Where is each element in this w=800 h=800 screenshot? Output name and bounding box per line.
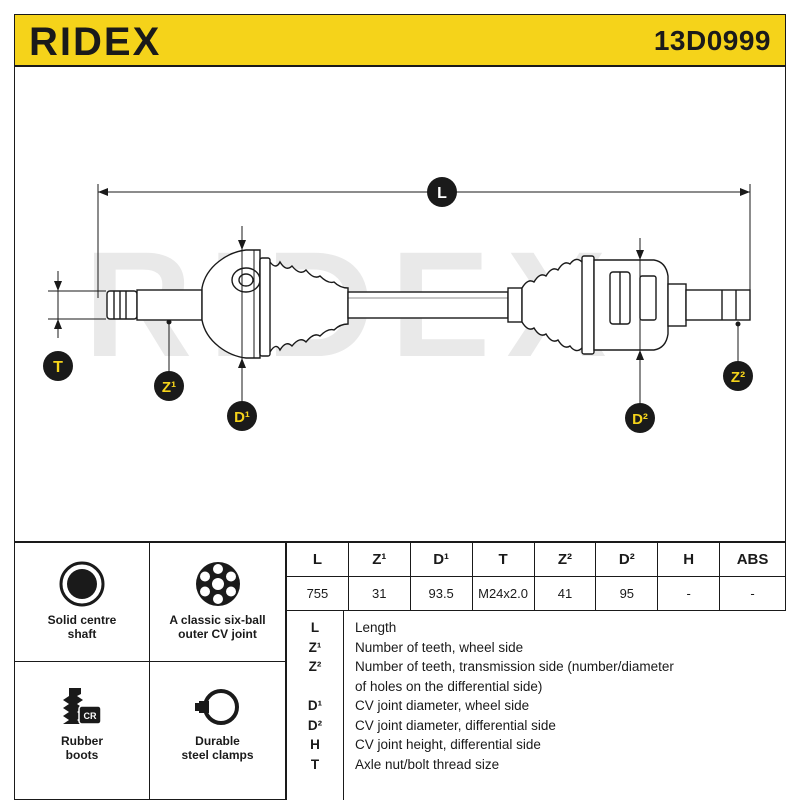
feature-solid-shaft: Solid centre shaft [14,542,150,662]
legend-desc: CV joint height, differential side [355,737,541,752]
rubber-boot-icon: CR [63,688,102,725]
legend-desc: CV joint diameter, wheel side [355,698,530,713]
spec-value-L: 755 [286,576,349,611]
legend-desc: Length [355,620,397,635]
spec-table-value-row: 755 31 93.5 M24x2.0 41 95 - - [286,576,786,611]
spec-value-Z1: 31 [347,576,411,611]
spec-header-Z2: Z² [533,542,597,577]
legend-desc: Number of teeth, wheel side [355,639,524,655]
feature-rubber-boots: CR Rubber boots [14,662,150,800]
spec-header-D2: D² [595,542,659,577]
feature-label-line2: outer CV joint [178,627,257,641]
feature-label-line1: Rubber [61,734,103,748]
d1-badge-label: D¹ [234,409,250,426]
length-dimension: L [97,177,751,298]
spec-value-Z2: 41 [533,576,597,611]
steel-clamp-icon [194,689,239,725]
spec-header-ABS: ABS [719,542,786,577]
spec-value-T: M24x2.0 [471,576,535,611]
spec-value-D1: 93.5 [409,576,473,611]
legend: L Length Z¹ Number of teeth, wheel side … [286,610,786,800]
legend-key: Z² [308,659,322,674]
specifications-section: Solid centre shaft A classic six-ball ou… [14,542,786,800]
feature-label-line2: boots [65,748,99,762]
legend-desc: Number of teeth, transmission side (numb… [355,659,674,674]
spec-header-D1: D¹ [409,542,473,577]
spec-value-D2: 95 [595,576,659,611]
d2-leader: D² [625,238,655,433]
rubber-boot-icon-text: CR [84,711,97,721]
brand-logo-text: RIDEX [29,21,161,61]
feature-steel-clamps: Durable steel clamps [150,662,286,800]
d2-badge-label: D² [632,411,648,428]
spec-value-H: - [657,576,721,611]
thread-dimension: T [43,271,106,381]
header-bar: RIDEX 13D0999 [14,14,786,66]
legend-key: D¹ [307,698,323,713]
legend-desc: CV joint diameter, differential side [355,717,556,733]
z2-badge-label: Z² [731,369,745,386]
feature-label-line2: shaft [67,627,97,641]
feature-label-line1: Durable [195,734,240,748]
legend-key: D² [307,717,323,733]
thread-badge-label: T [53,359,63,376]
legend-key: L [310,620,320,635]
spec-table: L Z¹ D¹ T Z² D² H ABS 755 31 93.5 M24x2.… [286,542,786,611]
spec-header-Z1: Z¹ [347,542,411,577]
feature-six-ball-joint: A classic six-ball outer CV joint [150,542,286,662]
six-ball-joint-icon [195,562,240,606]
part-number: 13D0999 [653,25,771,56]
spec-table-header-row: L Z¹ D¹ T Z² D² H ABS [286,542,786,577]
length-badge-label: L [437,185,447,202]
z1-badge-label: Z¹ [162,379,176,396]
drive-shaft [106,249,751,359]
legend-key: T [310,756,320,772]
legend-desc: Axle nut/bolt thread size [355,756,500,772]
legend-key: H [310,737,320,752]
spec-header-H: H [657,542,721,577]
feature-label-line2: steel clamps [181,748,254,762]
z1-leader: Z¹ [154,319,184,401]
brand-logo: RIDEX [29,20,199,66]
solid-shaft-icon [59,561,105,607]
d1-leader: D¹ [227,226,257,431]
spec-value-ABS: - [719,576,786,611]
spec-header-L: L [286,542,349,577]
feature-label-line1: Solid centre [47,613,117,627]
legend-desc: of holes on the differential side) [355,678,543,694]
technical-drawing: RIDEX L [14,66,786,542]
feature-label-line1: A classic six-ball [169,613,266,627]
legend-key: Z¹ [308,639,322,655]
spec-header-T: T [471,542,535,577]
legend-divider [343,610,344,800]
z2-leader: Z² [723,321,753,391]
